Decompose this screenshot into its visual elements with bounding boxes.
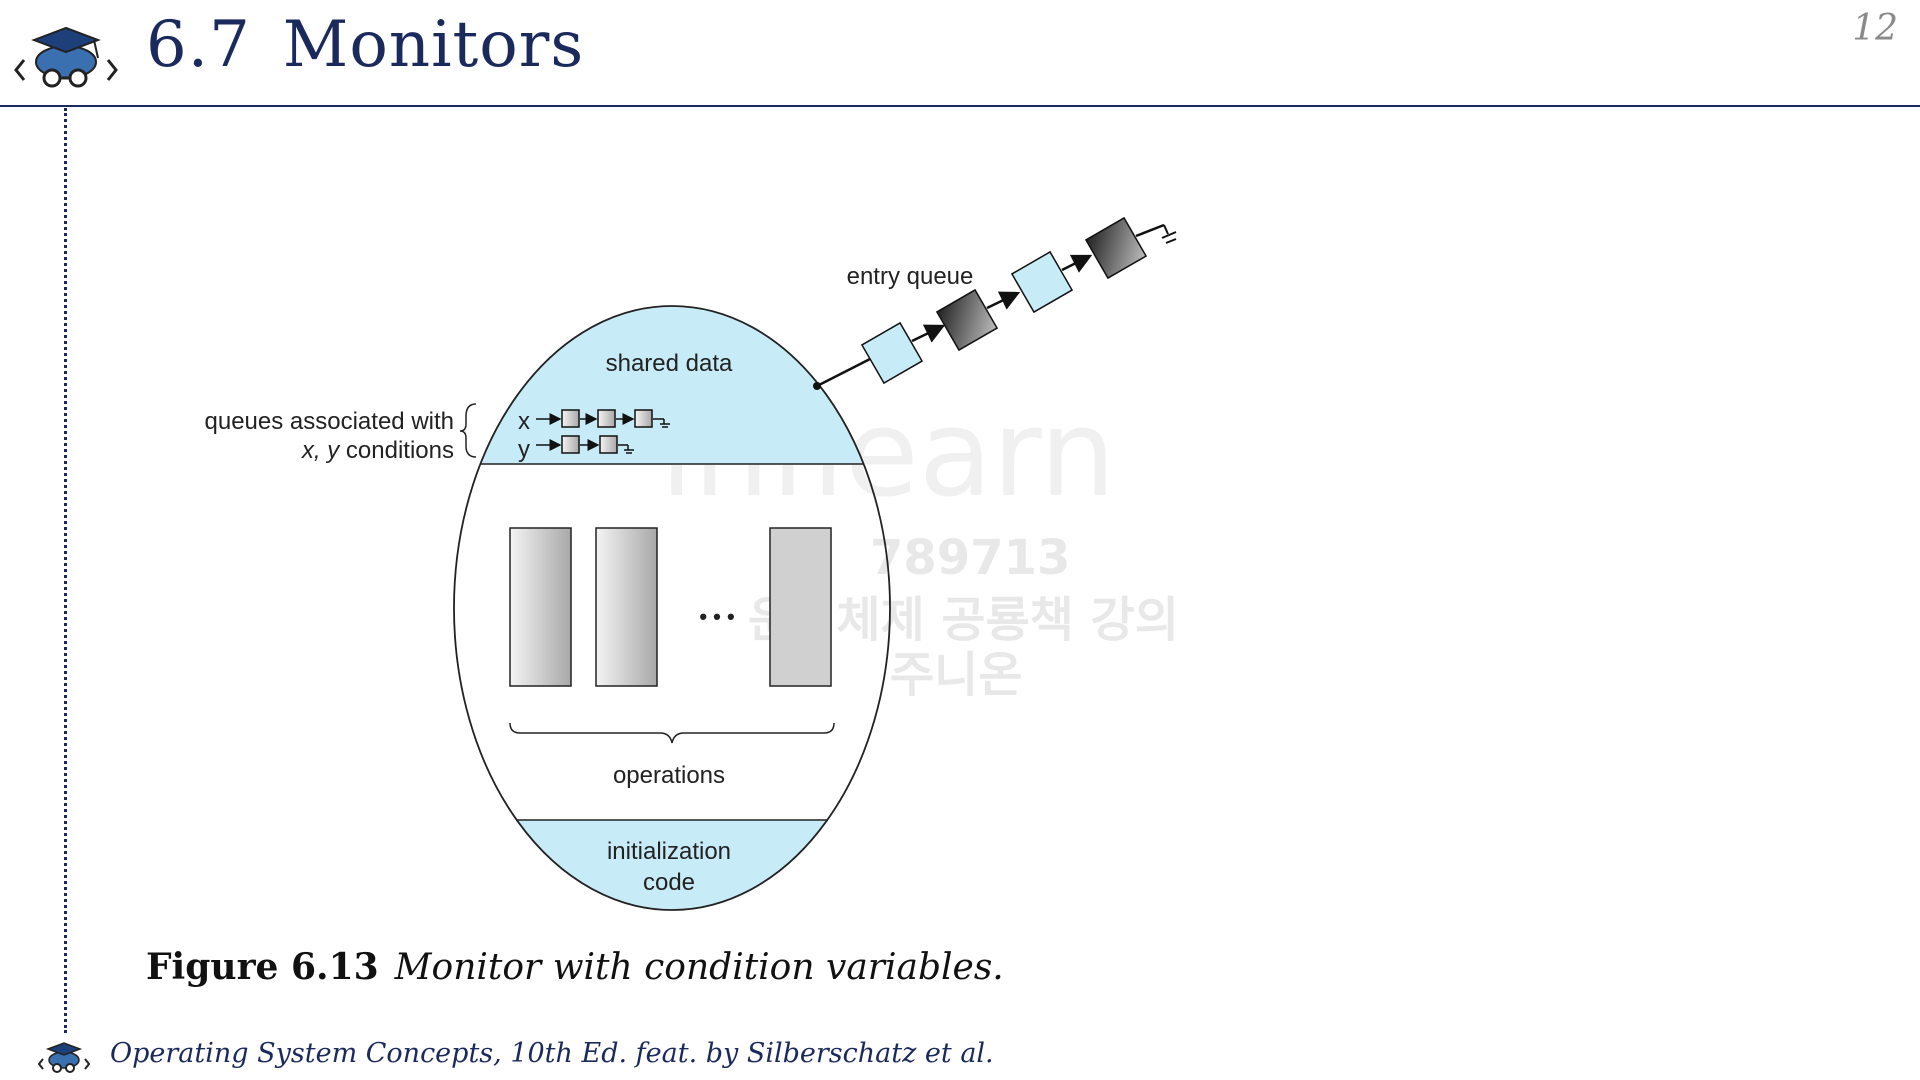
figure-label: Figure 6.13 — [146, 946, 379, 988]
init-label-line2: code — [643, 869, 695, 896]
operation-box-1 — [509, 527, 572, 687]
queues-label-line2: x, y conditions — [301, 437, 454, 464]
operations-label: operations — [613, 762, 725, 789]
y-label: y — [518, 436, 530, 463]
operation-box-2 — [595, 527, 658, 687]
figure-caption: Figure 6.13 Monitor with condition variab… — [146, 946, 1004, 988]
operations-ellipsis: • • • — [699, 604, 734, 629]
page-number: 12 — [1852, 8, 1898, 49]
queues-brace — [459, 403, 477, 458]
operations-brace — [509, 722, 835, 744]
header-divider — [0, 105, 1920, 107]
footer-citation: Operating System Concepts, 10th Ed. feat… — [110, 1038, 994, 1069]
course-logo-icon — [14, 22, 118, 94]
x-label: x — [518, 408, 530, 435]
title-text: Monitors — [282, 8, 585, 82]
entry-queue — [813, 216, 1177, 390]
watermark-line2: 주니온 — [890, 647, 1023, 703]
y-condition-queue — [536, 435, 634, 454]
queues-label-line1: queues associated with — [205, 408, 455, 435]
operation-box-n — [769, 527, 832, 687]
shared-data-label: shared data — [606, 350, 733, 377]
footer-logo-icon — [37, 1040, 91, 1078]
entry-queue-label: entry queue — [847, 263, 974, 290]
x-condition-queue — [536, 409, 670, 428]
page-title: 6.7 Monitors — [146, 8, 584, 82]
shared-data-region — [454, 306, 890, 464]
side-dotted-rule — [64, 108, 67, 1033]
section-number: 6.7 — [146, 8, 251, 82]
init-label-line1: initialization — [607, 838, 731, 865]
figure-description: Monitor with condition variables. — [394, 947, 1004, 988]
monitor-outline — [453, 305, 891, 911]
watermark-id: 789713 — [870, 530, 1071, 586]
